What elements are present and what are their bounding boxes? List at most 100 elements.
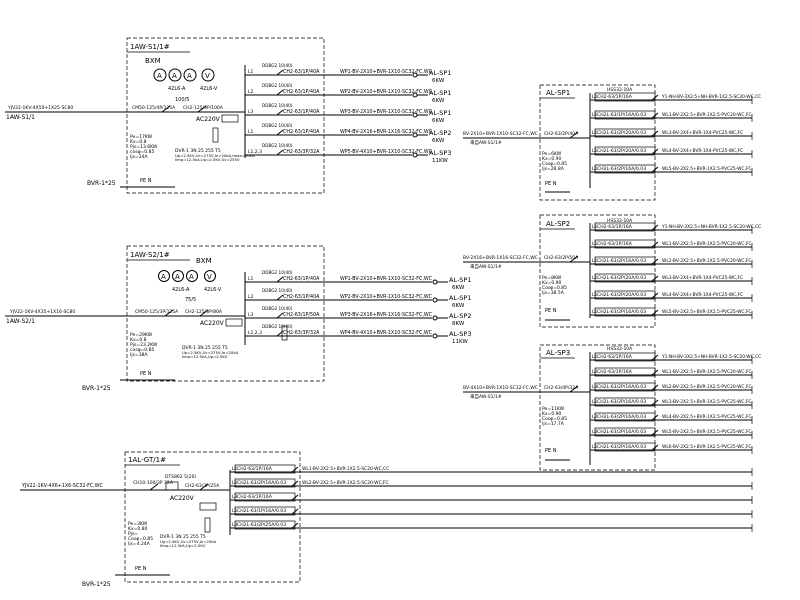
breaker-label: CH2L-63/2P/25A/0.03 [237,522,286,528]
svg-text:Pjs=: Pjs= [128,531,138,537]
panel-1aw-s2-title: 1AW-S2/1# [130,251,170,259]
svg-text:Kx=0.90: Kx=0.90 [542,156,562,162]
svg-text:V: V [207,273,212,281]
panel-1aw-s1: 1AW-S1/1# BXM A A A V 42L6-A 42L6-V 100/… [5,37,451,194]
panel-1aw-s1-title: 1AW-S1/1# [130,43,170,51]
spd-symbol [204,517,211,533]
breaker-symbol [199,483,209,491]
load-summary: Pe=6KW Kx=0.90 Cosφ=0.85 Ijs=28.8A [542,151,567,172]
breaker-box [594,382,656,392]
breaker-label: CH2-63/1P/40A [283,89,320,95]
breaker-symbol [276,109,284,116]
pe-label: PE N [545,181,557,187]
breaker-box [594,239,656,249]
svg-text:Pe=6KW: Pe=6KW [542,151,562,157]
box-al-sp3-frame [539,344,656,471]
breaker-label: CH2-63/3P/32A [283,330,320,336]
header-breaker: HSS32-10A [607,218,633,224]
svg-text:Up=2.5KV,Uc=275V,In=20kA,Imax=: Up=2.5KV,Uc=275V,In=20kA,Imax=40kA [175,153,255,158]
box-al-sp2-title: AL-SP2 [546,220,570,228]
cable-label: Y1-NH-BV-3X2.5+NH-BVR-1X2.5-SC20-WC,CC [661,354,761,360]
ammeter-icon [186,270,198,282]
spd-symbol [281,325,288,341]
load-summary: Pe=3KW Kx=0.80 Pjs= Cosφ=0.85 Ijs=4.24A [128,521,153,547]
breaker-symbol [197,105,207,113]
svg-text:42L6-A: 42L6-A [168,86,186,92]
main-breaker-label: CM50-125/3P/125A [135,309,179,315]
breaker-label: CH2-63/1P/16A [597,354,633,360]
breaker-box [594,110,656,120]
ac-label: AC220V [196,116,221,123]
panel-1aw-s1-frame [126,37,325,194]
incoming-cable-label: YJV22-1KV-4X50+1X25-SC80 [7,105,73,111]
breaker-box [234,478,296,488]
box-al-sp1-frame [539,84,656,201]
breaker-box [594,92,656,102]
breaker-label: CH2-63/1P/50A [283,312,320,318]
cable-label: WL3-BV-2X2.5+BVR-1X2.5-PVC25-WC,FC [662,399,752,405]
dest-label: AL-SP2 [449,312,471,320]
svg-text:Pe=3KW: Pe=3KW [128,521,148,527]
dest-kw: 6KW [432,78,445,84]
cable-label: WP1-BV-2X10+BVR-1X10-SC32-FC,WC [340,276,433,282]
main-breaker-label: CH2-63/4P/32A [544,385,579,391]
breaker-box [594,164,656,174]
control-box [199,502,217,511]
breaker-label: CH2L-63/2P/16A/0.03 [597,258,646,264]
voltmeter-icon [201,68,215,82]
breaker-label: CH2-63/3P/32A [283,149,320,155]
pe-label: PE N [545,308,557,314]
svg-text:42L6-A: 42L6-A [172,287,190,293]
svg-text:来自AW-S1/1#: 来自AW-S1/1# [470,263,502,270]
phase-label: L1 [248,276,254,282]
phase-label: L2 [248,294,254,300]
svg-text:Iimp=12.5kA,Up=2.5KV: Iimp=12.5kA,Up=2.5KV [182,354,228,359]
ground-label: BVR-1*25 [82,385,111,392]
cable-label: WL6-BV-2X2.5+BVR-1X2.5-PVC25-WC,FC [662,444,752,450]
breaker-label: CH2-63/1P/40A [283,276,320,282]
breaker-label: CH2L-63/2P/16A/0.03 [597,309,646,315]
breaker-label: CH2-63/1P/16A [597,224,633,230]
box-al-sp2: AL-SP2 BV-2X16+BVR-1X16-SC32-FC,WC 来自AW-… [463,214,761,328]
panel-1al-gt-frame [124,451,301,583]
svg-text:Ijs=38.5A: Ijs=38.5A [542,290,565,296]
dest-kw: 6KW [432,138,445,144]
pe-label: PE N [135,566,147,572]
svg-text:Pe=17KW: Pe=17KW [130,134,153,140]
cable-label: WP3-BV-2X10+BVR-1X10-SC32-FC,WC [340,109,433,115]
breaker-symbol [276,330,284,337]
terminal-icon [432,333,438,339]
ground-label: BVR-1*25 [82,581,111,588]
header-breaker: HSS32-10A [607,346,633,352]
box-al-sp1-title: AL-SP1 [546,89,570,97]
svg-text:V: V [205,72,210,80]
breaker-label: CH2L-63/2P/20A/0.03 [597,275,646,281]
svg-text:42L6-V: 42L6-V [204,287,222,293]
cable-label: WL2-BV-2X2.5+BVR-1X2.5-PVC20-WC,FC [662,384,752,390]
dest-label: AL-SP1 [449,276,471,284]
phase-label: L1 [248,129,254,135]
breaker-symbol [276,89,284,96]
ammeter-icon [168,68,182,82]
cable-label: Y1-NH-BV-3X2.5+NH-BVR-1X2.5-SC20-WC,CC [661,94,761,100]
phase-label: L3 [248,109,254,115]
feeder-label: BV-2X16+BVR-1X16-SC32-FC,WC [463,255,538,261]
svg-text:Kx=0.8: Kx=0.8 [130,139,147,145]
cable-label: WP4-BV-4X10+BVR-1X10-SC32-FC,WC [340,330,433,336]
svg-text:Cosφ=0.85: Cosφ=0.85 [542,161,567,167]
breaker-label: CH2-63/1P/16A [597,241,633,247]
breaker-symbol [164,309,174,317]
